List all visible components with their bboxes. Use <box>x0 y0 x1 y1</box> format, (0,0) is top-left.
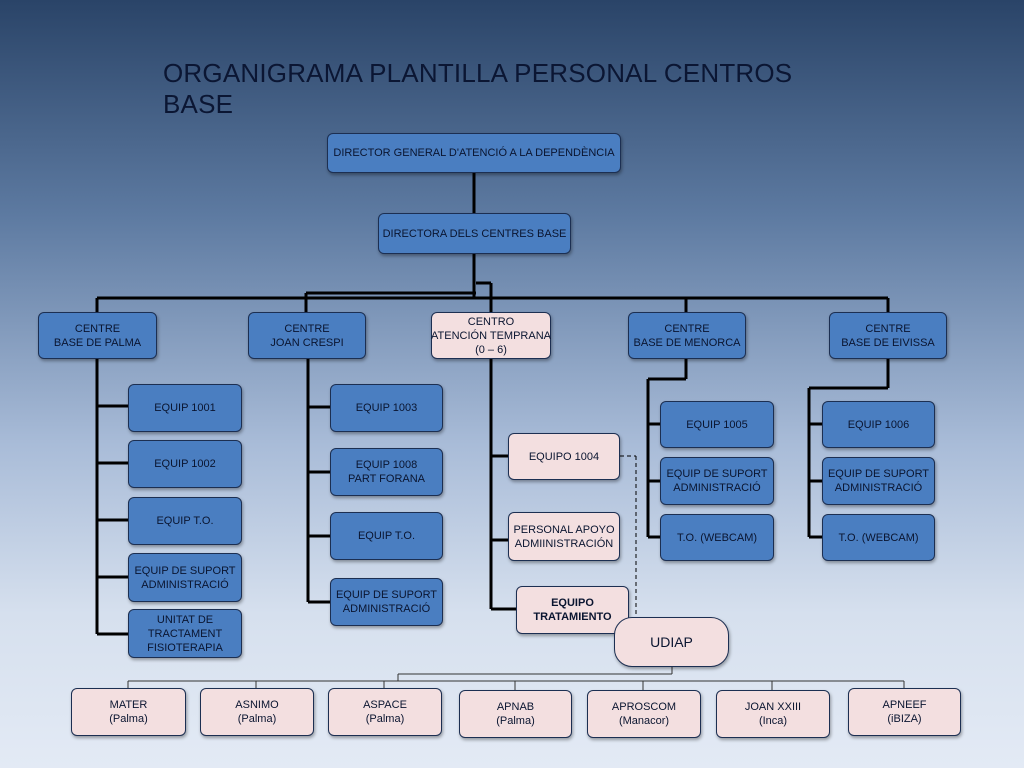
association-1-label-1: MATER <box>109 699 148 711</box>
palma-team-1-box: EQUIP 1001 <box>128 384 242 432</box>
palma-team-5-label-3: FISIOTERAPIA <box>147 641 223 654</box>
palma-team-2-label: EQUIP 1002 <box>154 458 216 470</box>
centre-menorca-label-2: BASE DE MENORCA <box>633 336 741 349</box>
centre-atencion-temprana-box: CENTRO ATENCIÓN TEMPRANA (0 – 6) <box>431 312 551 359</box>
directora-label: DIRECTORA DELS CENTRES BASE <box>382 227 567 240</box>
palma-team-5-label-1: UNITAT DE <box>156 613 214 626</box>
palma-team-4-label-1: EQUIP DE SUPORT <box>134 564 236 577</box>
association-3-box: ASPACE (Palma) <box>328 688 442 736</box>
centre-eivissa-label-2: BASE DE EIVISSA <box>841 336 935 349</box>
palma-team-2-box: EQUIP 1002 <box>128 440 242 488</box>
centre-palma-label-2: BASE DE PALMA <box>53 336 142 349</box>
centre-palma-label-1: CENTRE <box>74 322 121 335</box>
association-4-label-1: APNAB <box>496 701 535 713</box>
centre-atencion-temprana-label-3: (0 – 6) <box>475 343 507 356</box>
atencion-temprana-team-2-label-2: ADMIINISTRACIÓN <box>514 537 614 550</box>
eivissa-team-3-label: T.O. (WEBCAM) <box>838 531 919 544</box>
centre-atencion-temprana-label-2: ATENCIÓN TEMPRANA <box>431 329 551 342</box>
atencion-temprana-team-1-label: EQUIPO 1004 <box>528 450 600 463</box>
menorca-team-3-box: T.O. (WEBCAM) <box>660 514 774 561</box>
joan-crespi-team-2-label-1: EQUIP 1008 <box>355 459 418 471</box>
centre-eivissa-box: CENTRE BASE DE EIVISSA <box>829 312 947 359</box>
association-3-label-2: (Palma) <box>365 713 405 725</box>
association-6-box: JOAN XXIII (Inca) <box>716 690 830 738</box>
palma-team-5-label-2: TRACTAMENT <box>147 627 223 640</box>
centre-eivissa-label-1: CENTRE <box>865 322 911 335</box>
joan-crespi-team-1-label: EQUIP 1003 <box>355 402 418 414</box>
centre-menorca-box: CENTRE BASE DE MENORCA <box>628 312 746 359</box>
director-general-box: DIRECTOR GENERAL D'ATENCIÓ A LA DEPENDÈN… <box>327 133 621 173</box>
eivissa-team-1-box: EQUIP 1006 <box>822 401 935 448</box>
palma-team-3-box: EQUIP T.O. <box>128 497 242 545</box>
association-2-label-2: (Palma) <box>237 713 277 725</box>
association-7-box: APNEEF (iBIZA) <box>848 688 961 736</box>
centre-palma-box: CENTRE BASE DE PALMA <box>38 312 157 359</box>
association-7-label-1: APNEEF <box>882 699 927 711</box>
association-7-label-2: (iBIZA) <box>887 713 922 725</box>
atencion-temprana-team-2-box: PERSONAL APOYO ADMIINISTRACIÓN <box>508 512 620 561</box>
joan-crespi-team-3-box: EQUIP T.O. <box>330 512 443 560</box>
page-title: ORGANIGRAMA PLANTILLA PERSONAL CENTROS B… <box>163 58 793 119</box>
joan-crespi-team-2-label-2: PART FORANA <box>347 473 426 485</box>
directora-box: DIRECTORA DELS CENTRES BASE <box>378 213 571 254</box>
menorca-team-1-label: EQUIP 1005 <box>686 418 748 431</box>
menorca-team-1-box: EQUIP 1005 <box>660 401 774 448</box>
association-2-label-1: ASNIMO <box>235 699 279 711</box>
association-4-label-2: (Palma) <box>496 715 535 727</box>
palma-team-1-label: EQUIP 1001 <box>154 402 216 414</box>
palma-team-4-box: EQUIP DE SUPORT ADMINISTRACIÓ <box>128 553 242 602</box>
association-1-label-2: (Palma) <box>109 713 148 725</box>
centre-atencion-temprana-label-1: CENTRO <box>467 315 515 328</box>
menorca-team-2-box: EQUIP DE SUPORT ADMINISTRACIÓ <box>660 457 774 505</box>
udiap-label: UDIAP <box>650 634 693 650</box>
atencion-temprana-team-1-box: EQUIPO 1004 <box>508 433 620 480</box>
joan-crespi-team-4-label-1: EQUIP DE SUPORT <box>335 589 438 601</box>
menorca-team-2-label-2: ADMINISTRACIÓ <box>673 482 761 494</box>
association-6-label-2: (Inca) <box>758 715 788 727</box>
atencion-temprana-team-3-box: EQUIPO TRATAMIENTO <box>516 586 629 634</box>
centre-joan-crespi-label-2: JOAN CRESPI <box>270 336 344 349</box>
joan-crespi-team-3-label: EQUIP T.O. <box>357 530 416 542</box>
atencion-temprana-team-3-label-1: EQUIPO <box>551 597 594 609</box>
atencion-temprana-team-3-label-2: TRATAMIENTO <box>533 611 612 623</box>
palma-team-4-label-2: ADMINISTRACIÓ <box>141 578 229 591</box>
association-6-label-1: JOAN XXIII <box>744 701 802 713</box>
eivissa-team-2-label-1: EQUIP DE SUPORT <box>827 468 930 480</box>
association-5-label-1: APROSCOM <box>611 701 677 713</box>
joan-crespi-team-2-box: EQUIP 1008 PART FORANA <box>330 448 443 496</box>
menorca-team-2-label-1: EQUIP DE SUPORT <box>666 468 768 480</box>
joan-crespi-team-4-box: EQUIP DE SUPORT ADMINISTRACIÓ <box>330 578 443 626</box>
director-general-label: DIRECTOR GENERAL D'ATENCIÓ A LA DEPENDÈN… <box>333 147 615 159</box>
association-2-box: ASNIMO (Palma) <box>200 688 314 736</box>
association-3-label-1: ASPACE <box>363 699 407 711</box>
menorca-team-3-label: T.O. (WEBCAM) <box>676 531 758 544</box>
joan-crespi-team-1-box: EQUIP 1003 <box>330 384 443 432</box>
association-5-label-2: (Manacor) <box>618 715 670 727</box>
centre-menorca-label-1: CENTRE <box>664 322 710 335</box>
eivissa-team-1-label: EQUIP 1006 <box>847 418 910 431</box>
association-1-box: MATER (Palma) <box>71 688 186 736</box>
palma-team-5-box: UNITAT DE TRACTAMENT FISIOTERAPIA <box>128 609 242 658</box>
atencion-temprana-team-2-label-1: PERSONAL APOYO <box>513 523 615 536</box>
eivissa-team-2-box: EQUIP DE SUPORT ADMINISTRACIÓ <box>822 457 935 505</box>
association-4-box: APNAB (Palma) <box>459 690 572 738</box>
joan-crespi-team-4-label-2: ADMINISTRACIÓ <box>342 603 431 615</box>
eivissa-team-2-label-2: ADMINISTRACIÓ <box>834 482 923 494</box>
centre-joan-crespi-label-1: CENTRE <box>284 322 330 335</box>
eivissa-team-3-box: T.O. (WEBCAM) <box>822 514 935 561</box>
association-5-box: APROSCOM (Manacor) <box>587 690 701 738</box>
udiap-box: UDIAP <box>614 617 729 667</box>
palma-team-3-label: EQUIP T.O. <box>156 515 214 527</box>
centre-joan-crespi-box: CENTRE JOAN CRESPI <box>248 312 366 359</box>
